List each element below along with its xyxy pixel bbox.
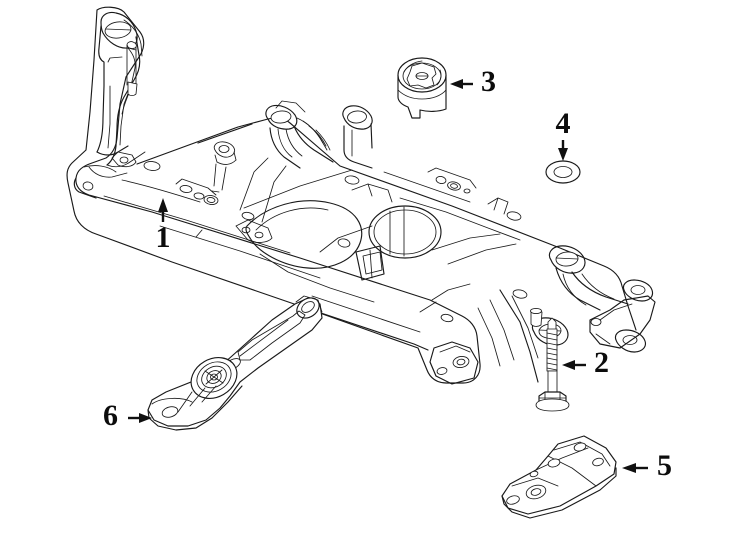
deck-oval-3 <box>337 238 351 248</box>
right-ear-bore-top <box>630 285 646 295</box>
callout-5-number: 5 <box>657 449 672 482</box>
right-hole-b-inner <box>450 183 458 189</box>
bracket-main-bore-inner <box>530 488 542 496</box>
callout-6-number: 6 <box>103 399 118 432</box>
tower2-top-bore <box>270 110 292 124</box>
left-rail-hole <box>119 156 129 164</box>
callout-2-number: 2 <box>594 346 609 379</box>
right-ear-bore-bottom <box>622 335 638 345</box>
washer-inner-hole <box>553 166 573 178</box>
callout-1-number: 1 <box>156 221 171 254</box>
deck-oval-2 <box>241 211 255 221</box>
callout-3-number: 3 <box>481 65 496 98</box>
front-horn-bolt-hole <box>82 181 94 191</box>
left-rail-oval-hole <box>143 161 161 171</box>
deck-oval-6 <box>440 313 454 323</box>
callout-6[interactable]: 6 <box>103 399 152 432</box>
part-torque-strut-rod[interactable] <box>147 294 323 431</box>
mid-boss-bore <box>218 145 230 153</box>
right-hole-c <box>463 188 471 194</box>
part-washer[interactable] <box>545 160 581 184</box>
bracket-hole-2 <box>592 457 604 467</box>
tower-top-bore <box>104 21 132 39</box>
right-boss-top-bore <box>555 251 579 267</box>
strut-bushing-ring-1 <box>196 361 232 393</box>
deck-oval-1 <box>344 175 360 185</box>
deck-oval-5 <box>512 289 528 299</box>
part-subframe-crossmember[interactable] <box>66 6 656 385</box>
part-engine-mount-bushing[interactable] <box>397 57 447 119</box>
center-round-bore-inner <box>373 209 437 255</box>
hole-cluster-b <box>193 192 205 200</box>
bracket-hole-1 <box>573 442 587 452</box>
strut-end-hole <box>161 406 179 418</box>
strut-eye-top-bore <box>301 301 315 313</box>
bracket-main-bore <box>525 484 547 500</box>
upper-boss-bore <box>347 110 367 124</box>
lower-tab-hole <box>436 367 448 375</box>
callout-4-arrowhead <box>558 148 568 161</box>
deck-oval-4 <box>506 211 522 221</box>
part-mounting-bolt[interactable] <box>535 317 570 412</box>
bracket-hole-3 <box>547 458 561 468</box>
part-support-bracket-right[interactable] <box>501 435 617 519</box>
strut-bushing-ring-3 <box>206 370 222 384</box>
callout-5-arrowhead <box>622 463 636 473</box>
center-round-bore <box>368 205 442 259</box>
right-hole-a <box>435 175 447 185</box>
hole-cluster-c-inner <box>206 197 216 203</box>
lower-tab-bore-inner <box>456 358 466 366</box>
callout-1[interactable]: 1 <box>156 198 171 254</box>
bracket-hole-4 <box>529 470 539 478</box>
right-plate-hole <box>590 318 602 326</box>
right-hole-b <box>447 181 461 191</box>
callout-4-number: 4 <box>556 107 571 140</box>
strut-bushing-ring-2 <box>201 365 227 389</box>
callout-5[interactable]: 5 <box>622 449 672 482</box>
callout-3[interactable]: 3 <box>450 65 496 98</box>
pin-top <box>530 307 542 315</box>
callout-4[interactable]: 4 <box>556 107 571 161</box>
lower-tab-bore <box>452 355 470 369</box>
under-bracket-hole-2 <box>254 231 264 239</box>
callout-6-arrowhead <box>139 413 152 423</box>
callout-3-arrowhead <box>450 79 463 89</box>
callout-1-arrowhead <box>158 198 168 212</box>
callout-2-arrowhead <box>562 360 575 370</box>
bracket-hole-5 <box>506 495 520 505</box>
callout-2[interactable]: 2 <box>562 346 609 379</box>
hole-cluster-a <box>179 185 193 193</box>
